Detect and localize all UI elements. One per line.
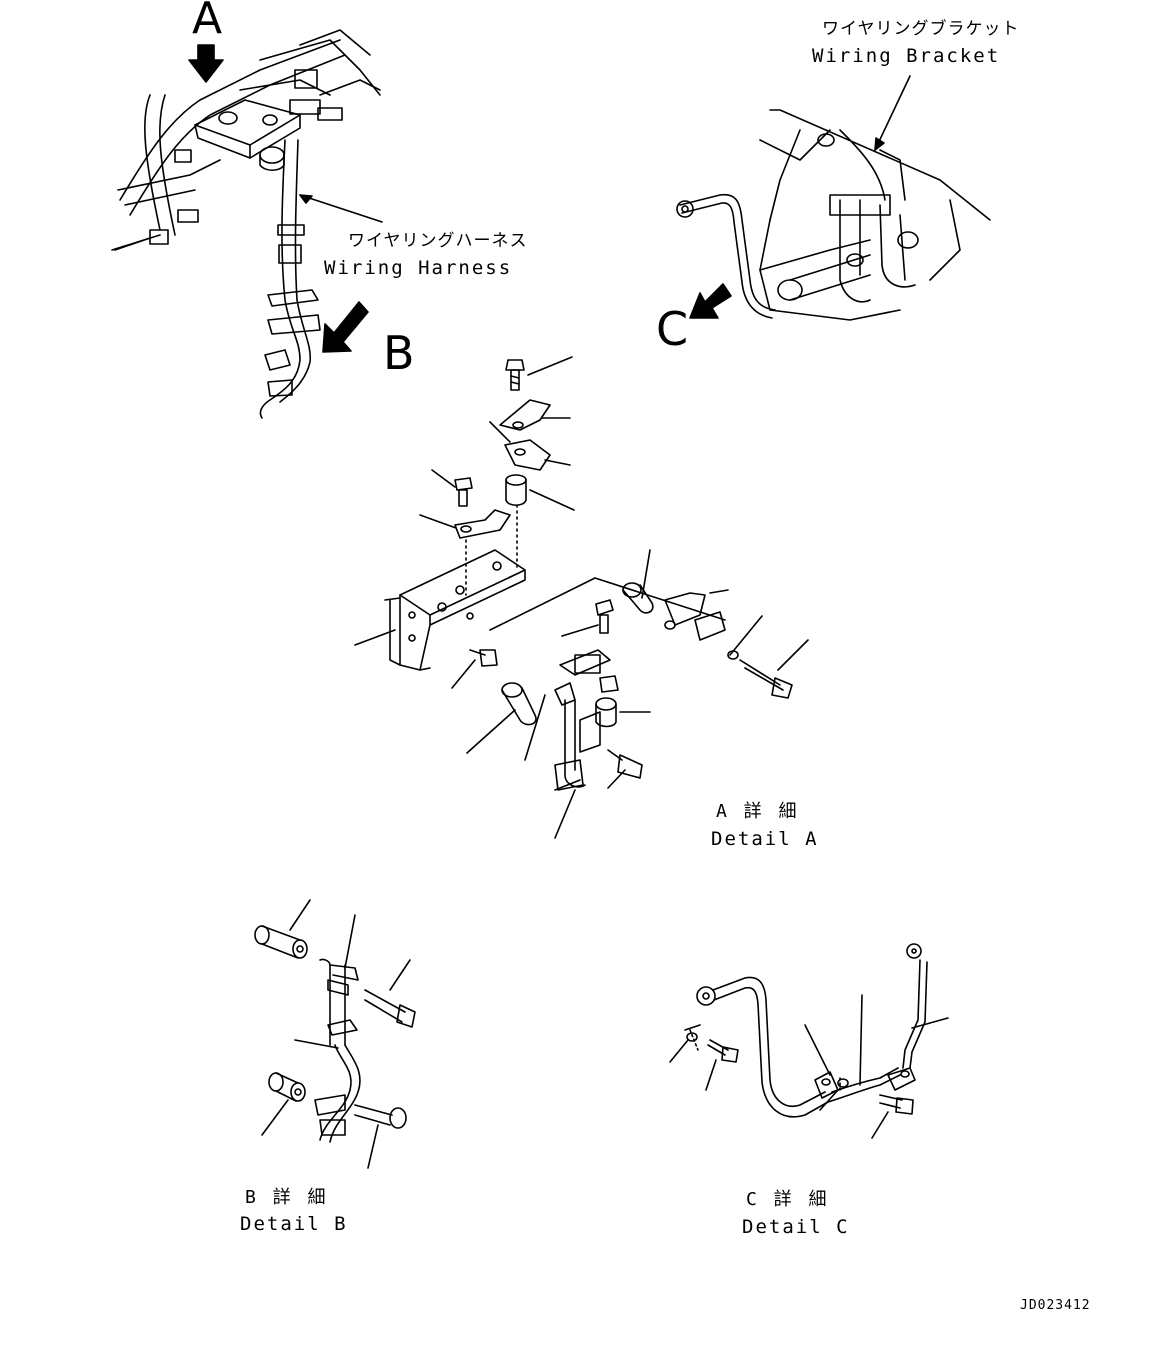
arrow-c-icon [690, 284, 731, 318]
wiring-bracket-jp-label: ワイヤリングブラケット [822, 19, 1020, 39]
detail-c-jp-label: C 詳 細 [746, 1189, 830, 1210]
arrow-b-icon [323, 302, 368, 352]
detail-b-drawing [255, 900, 415, 1168]
drawing-id-label: JD023412 [1020, 1298, 1091, 1313]
overview-harness-drawing [112, 30, 382, 418]
wiring-bracket-en-label: Wiring Bracket [812, 45, 1001, 67]
callout-b-label: B [383, 326, 415, 380]
detail-b-jp-label: B 詳 細 [245, 1187, 329, 1208]
detail-c-en-label: Detail C [742, 1216, 850, 1238]
wiring-harness-en-label: Wiring Harness [324, 257, 513, 279]
callout-c-label: C [656, 302, 689, 356]
overview-bracket-drawing [677, 76, 990, 320]
detail-c-drawing [670, 944, 948, 1138]
arrow-a-icon [189, 45, 223, 82]
detail-a-drawing [355, 357, 808, 838]
detail-b-en-label: Detail B [240, 1213, 348, 1235]
callout-a-label: A [192, 0, 223, 44]
detail-a-en-label: Detail A [711, 828, 819, 850]
detail-a-jp-label: A 詳 細 [716, 801, 800, 822]
wiring-harness-jp-label: ワイヤリングハーネス [348, 231, 528, 251]
